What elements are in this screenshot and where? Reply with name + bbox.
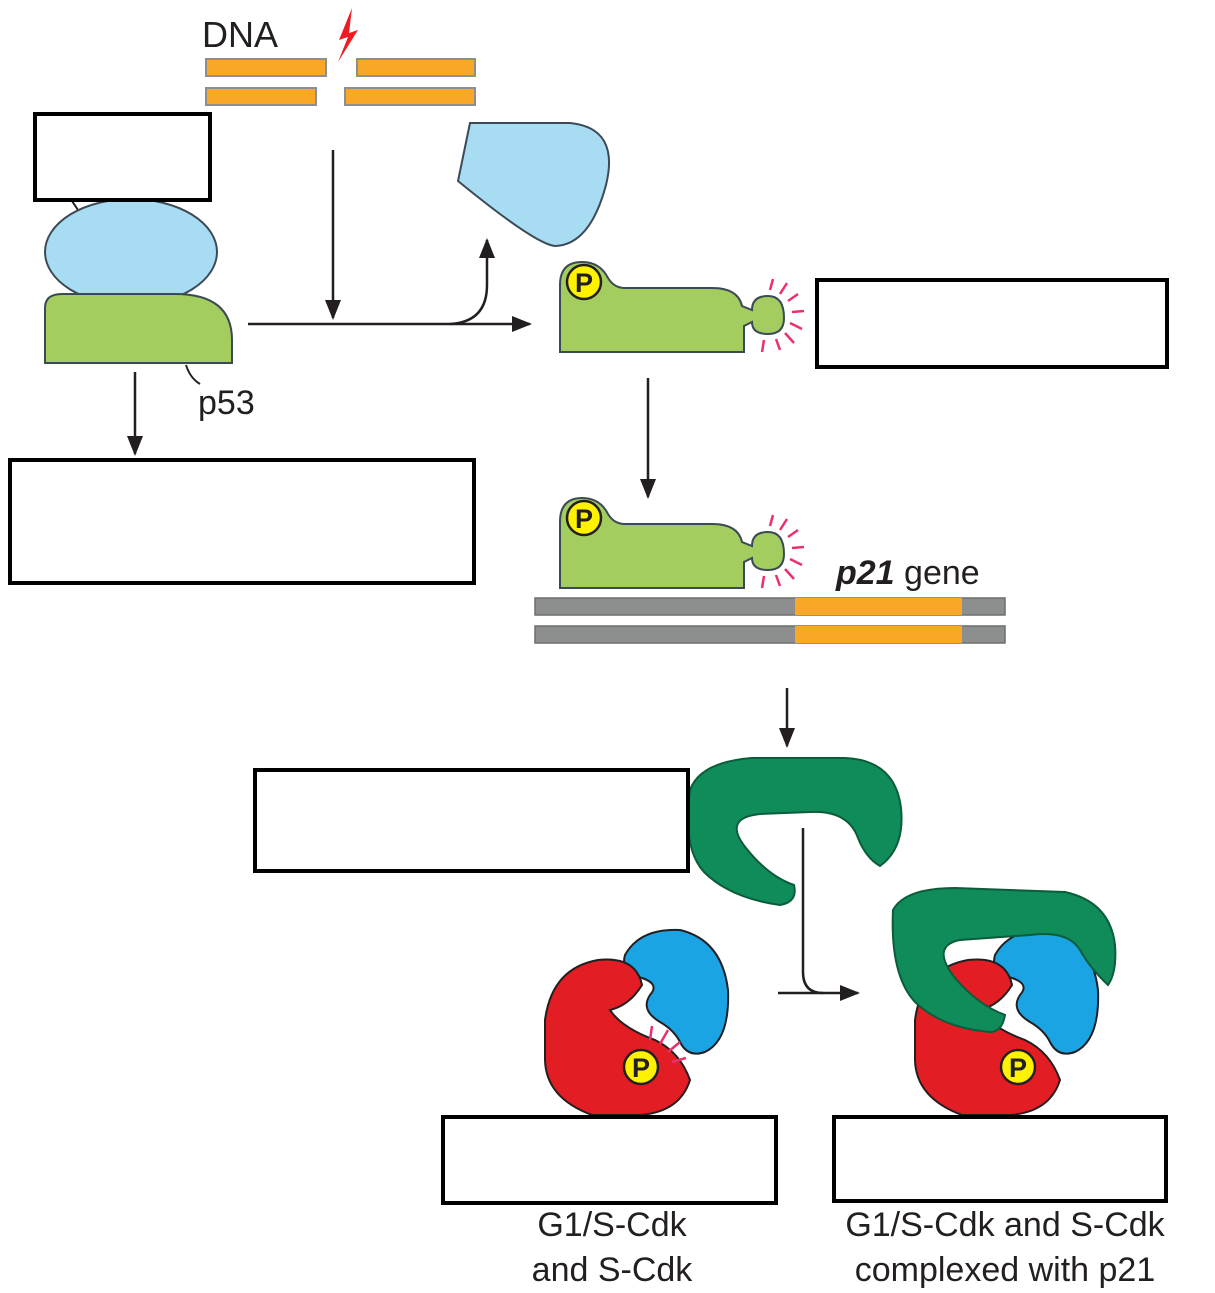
phosphate-icon (565, 499, 603, 537)
mdm2-protein (44, 198, 218, 306)
complex-caption-line1: G1/S-Cdk and S-Cdk (845, 1206, 1165, 1244)
p21-protein (686, 757, 903, 907)
cyclin-protein (623, 928, 730, 1055)
activation-rays-icon (760, 278, 805, 353)
active-cdk-complex: P (544, 928, 730, 1116)
phosphate-icon (999, 1048, 1037, 1086)
blank-label-box[interactable] (33, 112, 212, 202)
phosphate-icon (565, 263, 603, 301)
phosphate-label: P (575, 504, 593, 534)
cdk-caption-line2: and S-Cdk (532, 1251, 694, 1289)
p53-protein-phosphorylated: P (559, 260, 805, 353)
p21-gene-dna (534, 597, 1006, 644)
cdk-p21-complex: P (891, 886, 1117, 1116)
blank-label-box[interactable] (832, 1115, 1168, 1203)
damaged-dna-strands (205, 58, 476, 106)
p21-inhibition-line (801, 828, 824, 995)
phosphate-icon (622, 1048, 660, 1086)
phosphate-label: P (1009, 1053, 1027, 1083)
p53-pointer-line (185, 364, 201, 385)
blank-label-box[interactable] (8, 458, 476, 585)
p53-label: p53 (198, 384, 255, 422)
blank-label-box[interactable] (441, 1115, 778, 1205)
activation-rays-icon (648, 1025, 687, 1064)
blank-label-box[interactable] (253, 768, 690, 873)
activation-rays-icon (760, 514, 805, 589)
dna-damage-lightning-icon (338, 8, 358, 62)
p53-protein-bound-to-gene: P (559, 496, 805, 589)
complex-caption-line2: complexed with p21 (855, 1251, 1156, 1289)
p21-gene-label: p21 gene (835, 554, 980, 592)
arrow-mdm2-release (449, 238, 495, 326)
p53-protein-inactive (44, 293, 233, 364)
p21-protein-bound (891, 886, 1117, 1034)
phosphate-label: P (575, 268, 593, 298)
phosphate-label: P (632, 1053, 650, 1083)
cdk-caption-line1: G1/S-Cdk (537, 1206, 687, 1244)
mdm2-protein-released (456, 122, 611, 248)
blank-label-box[interactable] (815, 278, 1169, 369)
dna-label: DNA (202, 14, 278, 55)
